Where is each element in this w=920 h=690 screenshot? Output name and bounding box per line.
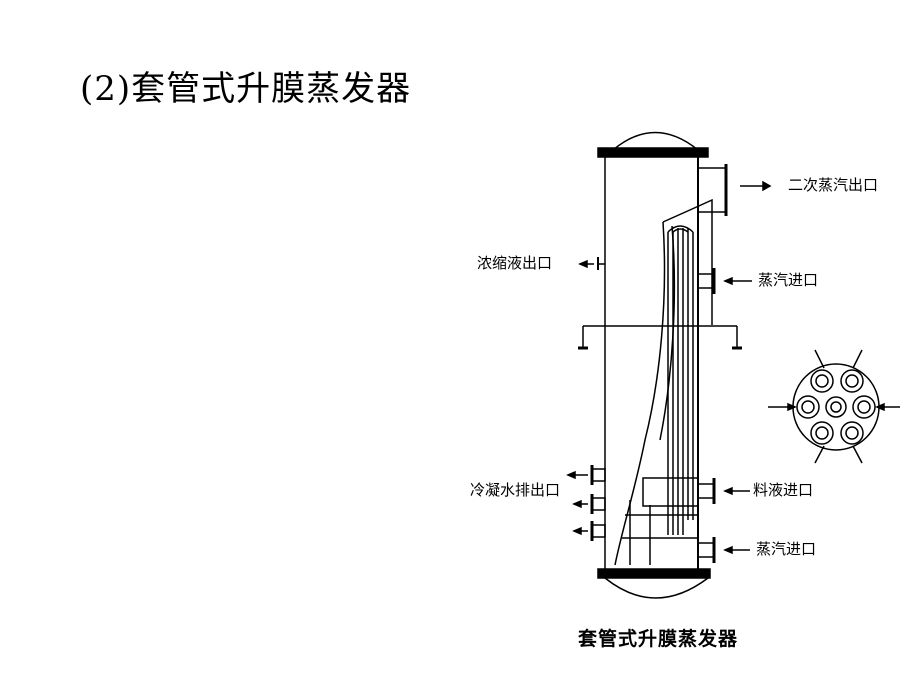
slide-title: (2)套管式升膜蒸发器 [80, 69, 412, 109]
top-flange [597, 147, 709, 158]
bottom-dome [604, 577, 709, 599]
label-feed-inlet: 料液进口 [753, 481, 814, 499]
cross-section-view [768, 349, 900, 464]
top-dome [612, 131, 699, 151]
tube-bundle [667, 225, 694, 535]
bottom-flange [597, 568, 711, 579]
condensate-nozzles [566, 465, 606, 541]
diagram-caption: 套管式升膜蒸发器 [578, 628, 739, 650]
label-steam-inlet-bottom: 蒸汽进口 [756, 540, 817, 558]
label-condensate-drain: 冷凝水排出口 [470, 481, 561, 499]
label-concentrate-outlet: 浓缩液出口 [477, 254, 553, 272]
label-secondary-steam-outlet: 二次蒸汽出口 [788, 176, 879, 194]
label-steam-inlet-top: 蒸汽进口 [758, 271, 819, 289]
